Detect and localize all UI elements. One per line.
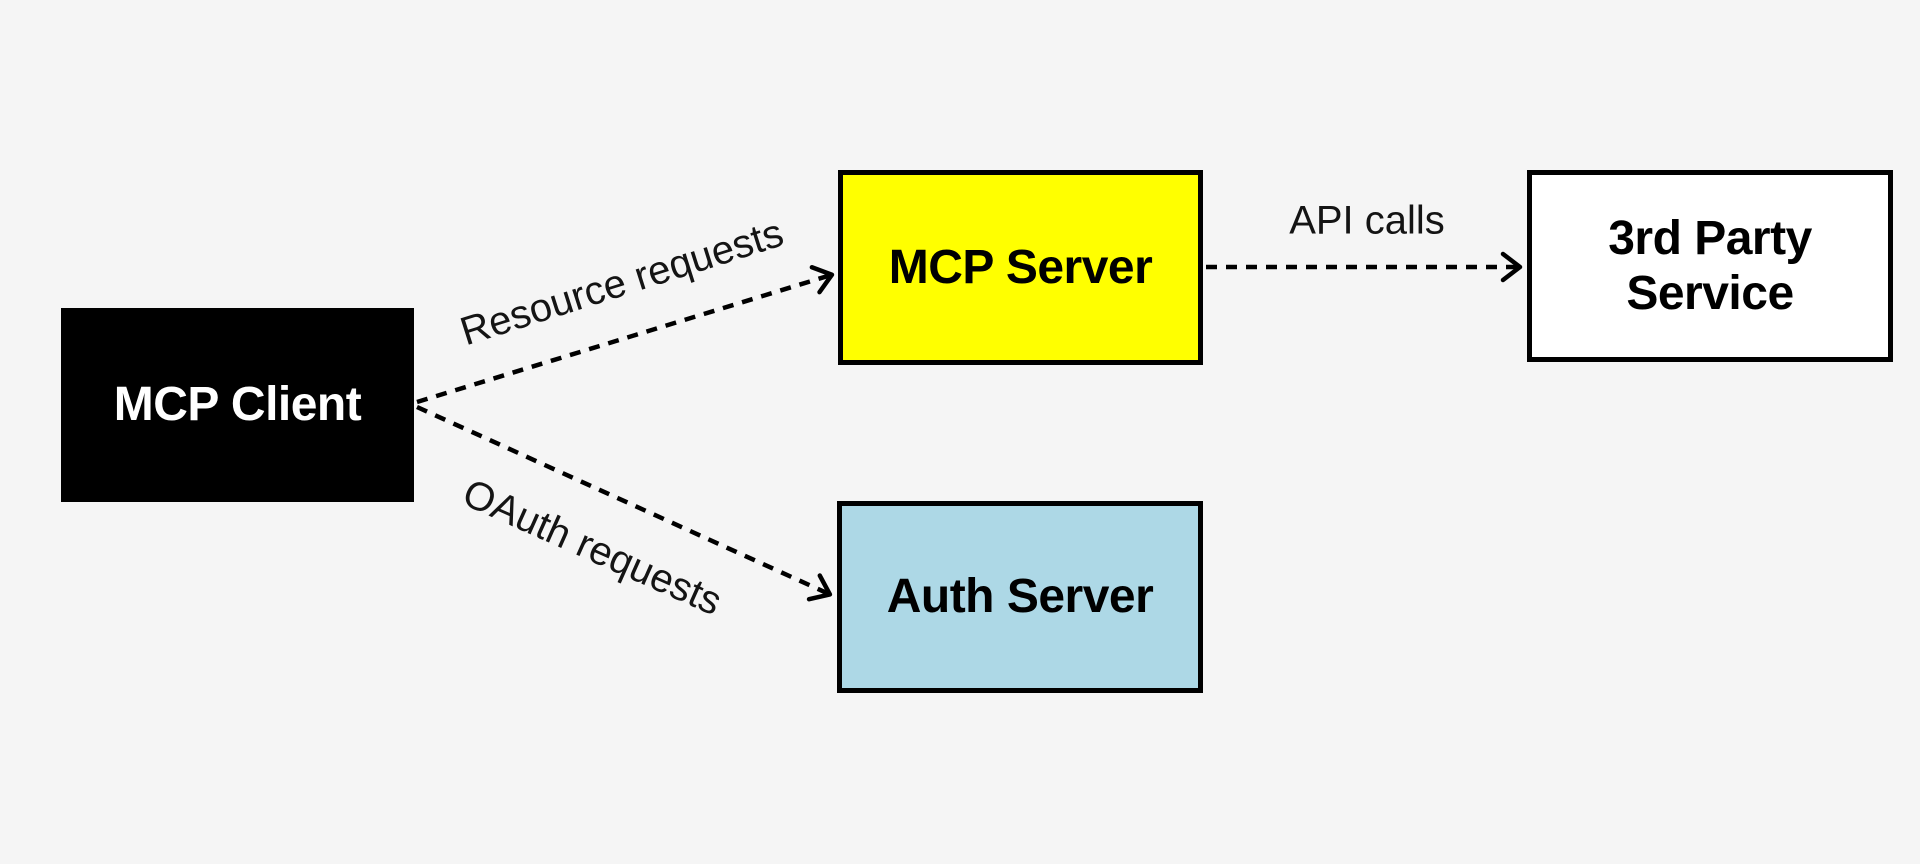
node-third-party-service: 3rd Party Service: [1527, 170, 1893, 362]
node-mcp-client: MCP Client: [61, 308, 414, 502]
node-third-party-service-label: 3rd Party Service: [1608, 211, 1812, 320]
node-mcp-server: MCP Server: [838, 170, 1203, 365]
node-mcp-server-label: MCP Server: [888, 240, 1153, 294]
edge-label-oauth-requests: OAuth requests: [456, 470, 729, 625]
node-mcp-client-label: MCP Client: [113, 378, 362, 432]
edge-label-api-calls: API calls: [1289, 198, 1445, 243]
node-auth-server: Auth Server: [837, 501, 1203, 693]
edge-label-resource-requests: Resource requests: [455, 210, 789, 355]
node-auth-server-label: Auth Server: [886, 570, 1154, 624]
